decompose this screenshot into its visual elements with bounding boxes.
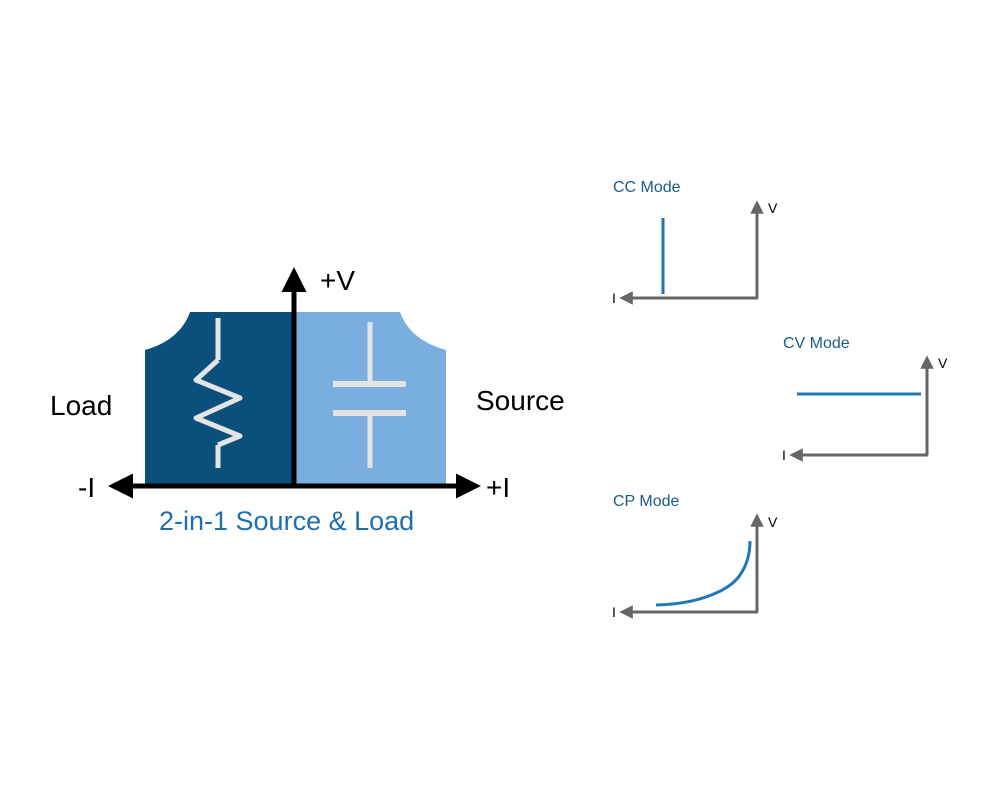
source-quadrant-block bbox=[294, 312, 446, 485]
mode-title: CC Mode bbox=[613, 179, 681, 196]
mini-y-label: V bbox=[768, 200, 778, 216]
cp-mode-chart: CP Mode V I bbox=[612, 493, 778, 620]
mini-x-label: I bbox=[612, 604, 616, 620]
cc-mode-chart: CC Mode V I bbox=[612, 179, 778, 306]
cp-curve bbox=[655, 540, 752, 607]
axis-label-plus-i: +I bbox=[486, 472, 510, 503]
mini-y-label: V bbox=[768, 514, 778, 530]
axis-label-plus-v: +V bbox=[320, 265, 355, 296]
load-quadrant-block bbox=[145, 312, 294, 485]
mini-x-label: I bbox=[782, 447, 786, 463]
resistor-icon bbox=[193, 318, 243, 468]
cv-mode-chart: CV Mode V I bbox=[782, 335, 948, 463]
load-label: Load bbox=[50, 390, 112, 421]
diagram-caption: 2-in-1 Source & Load bbox=[159, 506, 414, 536]
source-label: Source bbox=[476, 385, 565, 416]
mode-title: CP Mode bbox=[613, 493, 680, 510]
mini-x-label: I bbox=[612, 290, 616, 306]
capacitor-icon bbox=[333, 322, 406, 468]
mini-y-label: V bbox=[938, 355, 948, 371]
axis-label-minus-i: -I bbox=[78, 472, 95, 503]
mode-title: CV Mode bbox=[783, 335, 850, 352]
source-load-diagram: +V -I +I Load Source 2-in-1 Source & Loa… bbox=[50, 265, 565, 536]
